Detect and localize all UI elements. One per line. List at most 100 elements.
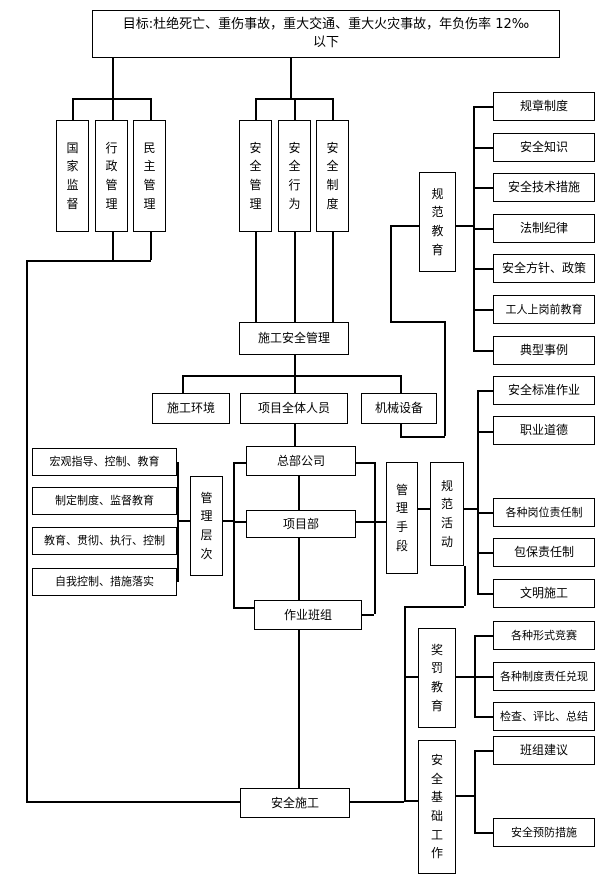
connector — [404, 800, 418, 802]
connector — [26, 801, 240, 803]
connector — [400, 436, 445, 438]
connector — [444, 321, 446, 436]
connector — [477, 390, 493, 392]
connector — [477, 593, 493, 595]
education-item: 安全技术措施 — [493, 173, 595, 202]
connector — [150, 232, 152, 260]
connector — [233, 462, 235, 608]
activity-item: 职业道德 — [493, 416, 595, 445]
connector — [177, 462, 179, 582]
activity-item: 各种岗位责任制 — [493, 498, 595, 527]
foundation-item: 安全预防措施 — [493, 818, 595, 847]
activity-item: 文明施工 — [493, 579, 595, 608]
project-department-box: 项目部 — [246, 510, 356, 538]
activity-item: 安全标准作业 — [493, 376, 595, 405]
connector — [332, 232, 334, 322]
state-supervision-box: 国家监督 — [56, 120, 89, 232]
connector — [356, 462, 374, 464]
connector — [350, 801, 404, 803]
connector — [294, 232, 296, 322]
connector — [477, 390, 479, 593]
connector — [474, 635, 493, 637]
goal-line-1: 目标:杜绝死亡、重伤事故，重大交通、重大火灾事故，年负伤率 12‰ — [122, 17, 530, 33]
connector — [477, 552, 493, 554]
connector — [474, 750, 493, 752]
management-levels-box: 管理层次 — [190, 476, 223, 576]
reward-penalty-item: 各种形式竞赛 — [493, 621, 595, 650]
reward-penalty-education-box: 奖罚教育 — [418, 628, 456, 728]
connector — [390, 225, 419, 227]
connector — [473, 147, 493, 149]
activity-item: 包保责任制 — [493, 538, 595, 567]
connector — [390, 321, 444, 323]
education-item: 安全知识 — [493, 133, 595, 162]
connector — [294, 375, 296, 393]
safety-system-box: 安全制度 — [316, 120, 349, 232]
administrative-management-box: 行政管理 — [95, 120, 128, 232]
safety-behavior-box: 安全行为 — [278, 120, 311, 232]
connector — [404, 676, 418, 678]
education-item: 安全方针、政策 — [493, 254, 595, 283]
connector — [255, 98, 332, 100]
construction-environment-box: 施工环境 — [152, 393, 230, 424]
connector — [298, 476, 300, 510]
connector — [418, 508, 430, 510]
connector — [464, 508, 478, 510]
connector — [356, 521, 374, 523]
connector — [374, 521, 386, 523]
goal-box: 目标:杜绝死亡、重伤事故，重大交通、重大火灾事故，年负伤率 12‰ 以下 — [92, 10, 560, 58]
education-item: 典型事例 — [493, 336, 595, 365]
connector — [400, 424, 402, 436]
foundation-item: 班组建议 — [493, 736, 595, 765]
connector — [362, 614, 374, 616]
connector — [294, 424, 296, 446]
management-level-item: 自我控制、措施落实 — [32, 568, 177, 596]
management-means-box: 管理手段 — [386, 462, 418, 574]
connector — [233, 607, 254, 609]
connector — [72, 98, 74, 120]
connector — [290, 58, 292, 98]
connector — [26, 260, 28, 801]
headquarters-box: 总部公司 — [246, 446, 356, 476]
education-item: 工人上岗前教育 — [493, 295, 595, 324]
connector — [182, 375, 400, 377]
connector — [477, 431, 493, 433]
all-project-personnel-box: 项目全体人员 — [240, 393, 348, 424]
machinery-equipment-box: 机械设备 — [361, 393, 437, 424]
safe-construction-box: 安全施工 — [240, 788, 350, 818]
connector — [473, 228, 493, 230]
connector — [182, 375, 184, 393]
connector — [150, 98, 152, 120]
construction-safety-management-box: 施工安全管理 — [239, 322, 349, 355]
connector — [474, 750, 476, 832]
connector — [456, 795, 474, 797]
reward-penalty-item: 检查、评比、总结 — [493, 702, 595, 731]
connector — [233, 462, 246, 464]
connector — [298, 538, 300, 600]
reward-penalty-item: 各种制度责任兑现 — [493, 662, 595, 691]
connector — [473, 187, 493, 189]
management-level-item: 教育、贯彻、执行、控制 — [32, 527, 177, 555]
connector — [112, 232, 114, 260]
connector — [255, 232, 257, 322]
connector — [294, 98, 296, 120]
connector — [473, 106, 493, 108]
education-item: 法制纪律 — [493, 214, 595, 243]
connector — [298, 630, 300, 788]
connector — [374, 462, 376, 614]
connector — [473, 309, 493, 311]
connector — [464, 566, 466, 606]
connector — [72, 98, 151, 100]
connector — [477, 512, 493, 514]
connector — [112, 58, 114, 98]
connector — [404, 606, 464, 608]
work-team-box: 作业班组 — [254, 600, 362, 630]
connector — [332, 98, 334, 120]
connector — [456, 676, 474, 678]
connector — [255, 98, 257, 120]
connector — [456, 225, 473, 227]
connector — [473, 350, 493, 352]
connector — [112, 98, 114, 120]
connector — [404, 606, 406, 801]
